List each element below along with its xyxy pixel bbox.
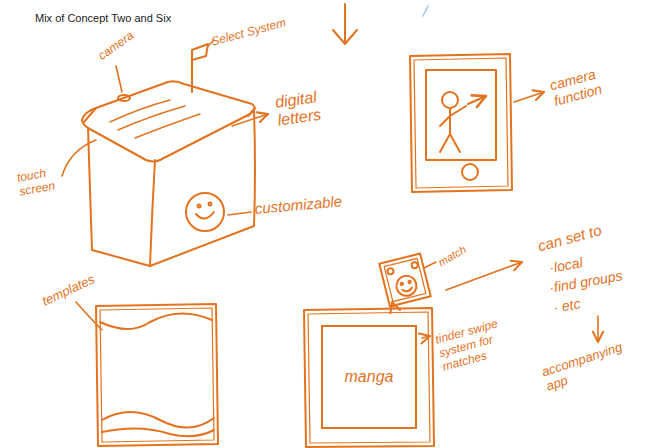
annotation-label: templates [40, 272, 97, 309]
annotation-label: customizable [254, 192, 343, 217]
camera-frame-part [426, 70, 496, 160]
cube-device-part [186, 193, 224, 231]
camera-frame-part [440, 106, 466, 152]
down-arrow [333, 4, 357, 44]
match-card-part [384, 258, 426, 301]
templates-frame-part [100, 313, 212, 329]
leader-lines-part [228, 212, 251, 215]
templates-frame-part [100, 308, 214, 442]
flag-part [191, 50, 193, 92]
match-card-part [400, 282, 403, 285]
annotation-label: ·local [548, 254, 584, 276]
match-card-part [379, 254, 430, 307]
flag-part [192, 44, 208, 60]
leader-lines-part [514, 92, 544, 102]
camera-frame-part [414, 58, 508, 188]
annotation-label: · etc [552, 295, 582, 316]
match-card-part [408, 280, 411, 283]
templates-frame-part [102, 412, 214, 428]
stray-stroke [423, 6, 428, 16]
templates-frame-part [96, 304, 218, 446]
leader-lines-part [424, 262, 436, 268]
cube-device [82, 81, 255, 266]
leader-lines-part [232, 114, 268, 126]
cube-device-part [82, 81, 255, 161]
manga-frame-part [308, 312, 430, 443]
camera-frame-part [442, 92, 458, 108]
annotation-label: digital letters [274, 84, 348, 130]
match-card-part [411, 262, 418, 269]
annotation-label: can set to [536, 221, 603, 254]
manga-frame [304, 308, 434, 447]
annotation-label: accompanying app [540, 338, 637, 395]
match-card [379, 254, 430, 307]
manga-frame-part [304, 308, 434, 447]
match-card-part [387, 268, 394, 275]
match-card-part [394, 274, 418, 298]
annotation-label: touch screen [16, 164, 68, 200]
flag [192, 44, 208, 92]
frame-label: manga [345, 368, 394, 386]
annotation-label: Select System [210, 16, 288, 49]
cube-device-part [198, 205, 201, 208]
annotation-label: match [436, 243, 468, 269]
cube-device-part [209, 203, 212, 206]
leader-lines [62, 40, 598, 342]
frame-box: manga [321, 325, 417, 429]
down-arrow-part [344, 4, 346, 42]
cube-device-part [196, 212, 214, 219]
cube-device-part [118, 95, 130, 101]
cube-device-part [150, 110, 255, 266]
leader-lines-part [597, 316, 599, 342]
camera-frame-part [468, 96, 486, 104]
templates-frame [96, 304, 218, 446]
camera-frame-part [410, 54, 512, 192]
leader-lines-part [446, 262, 522, 290]
templates-frame-part [102, 428, 214, 436]
camera-frame [410, 54, 512, 192]
match-card-part [402, 288, 412, 293]
annotation-label: camera [96, 29, 137, 63]
leader-lines-part [62, 140, 96, 176]
cube-device-part [110, 100, 200, 138]
annotation-label: tinder swipe system for matches [434, 312, 526, 374]
down-arrow-part [333, 30, 357, 44]
leader-lines-part [116, 66, 122, 92]
diagram-title: Mix of Concept Two and Six [35, 12, 171, 24]
camera-frame-part [462, 164, 478, 180]
annotation-label: camera function [548, 59, 626, 109]
cube-device-part [88, 128, 155, 266]
